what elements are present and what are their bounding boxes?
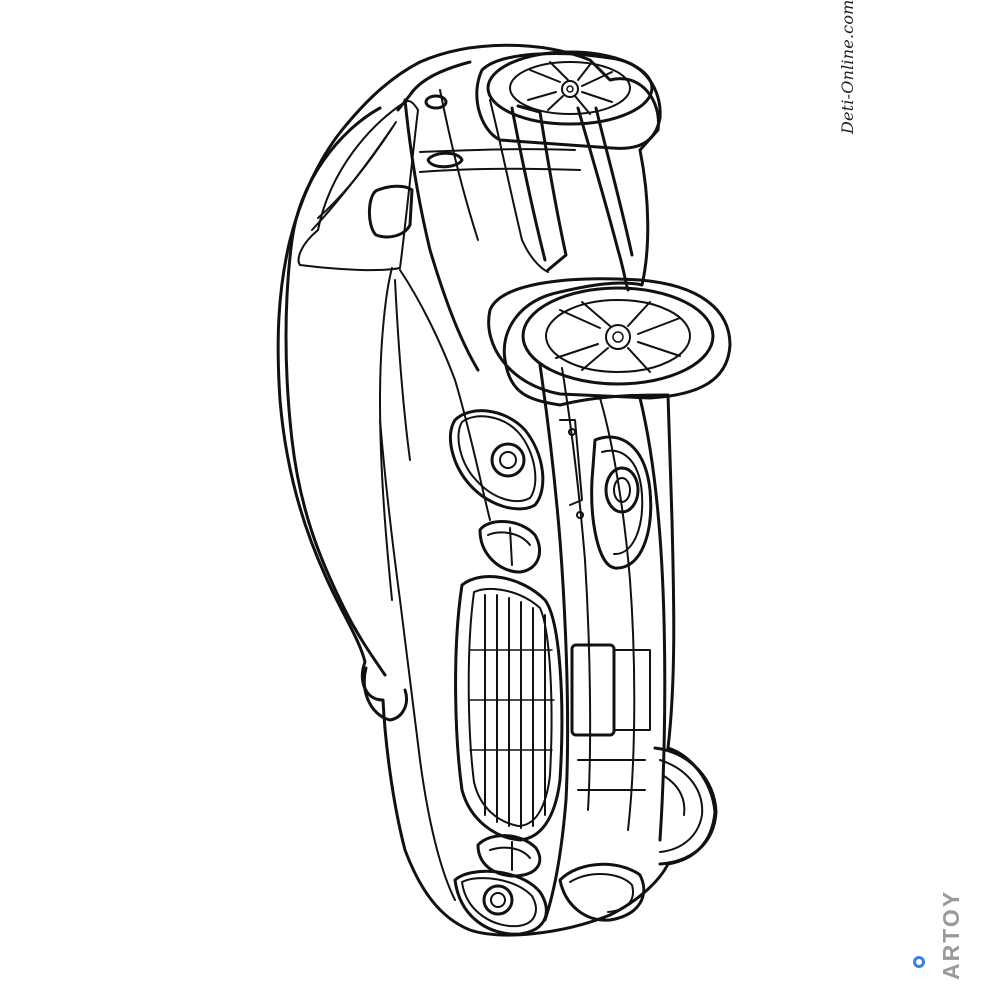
front-wheel bbox=[487, 277, 732, 400]
headlight-upper bbox=[448, 409, 545, 511]
watermark-artoy-text: ARTOY bbox=[938, 889, 964, 980]
fog-light-lower bbox=[476, 834, 542, 878]
watermark-artoy: ARTOY bbox=[905, 870, 964, 985]
front-bumper bbox=[538, 363, 667, 922]
lower-sill bbox=[362, 279, 456, 901]
air-intake-lower bbox=[558, 862, 646, 922]
fog-light-upper bbox=[478, 520, 541, 574]
headlight-lower bbox=[453, 869, 548, 936]
watermark-deti-online-text: Deti-Online.com bbox=[838, 0, 857, 134]
fuel-cap-icon bbox=[424, 94, 448, 110]
artoy-logo-ring-icon bbox=[913, 956, 925, 968]
air-intake-upper bbox=[590, 435, 653, 570]
far-wheel bbox=[653, 746, 718, 866]
grille bbox=[454, 575, 564, 842]
watermark-deti-online: Deti-Online.com bbox=[820, 0, 857, 136]
rear-wheel bbox=[475, 50, 662, 150]
car-side-panels bbox=[403, 89, 634, 372]
license-plate-area bbox=[570, 643, 651, 791]
